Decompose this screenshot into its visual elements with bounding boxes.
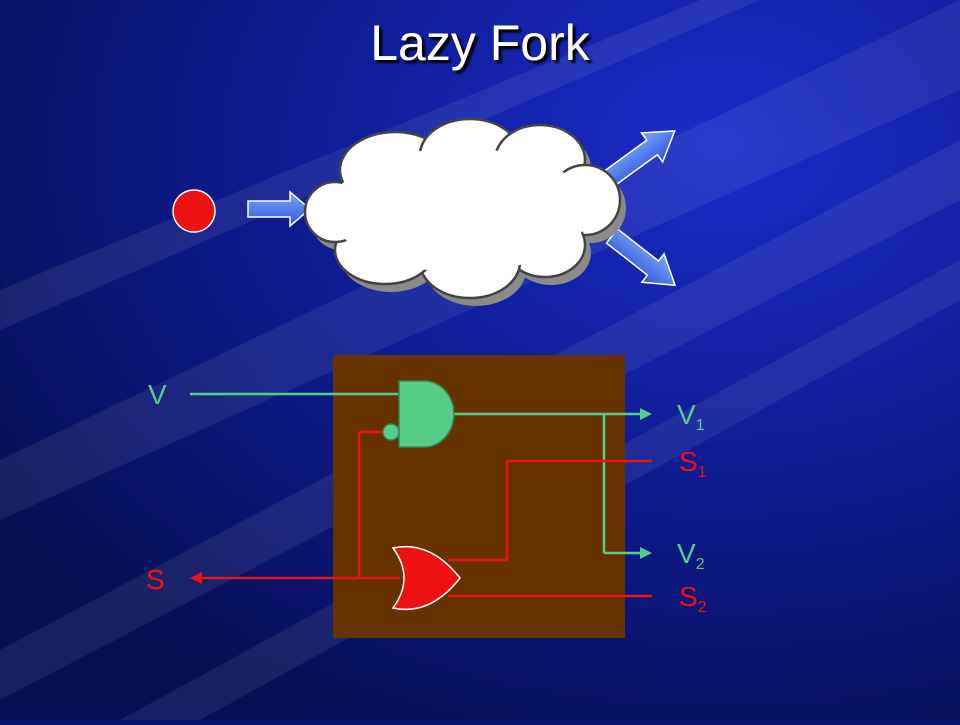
out2-valid-arrowhead — [640, 547, 652, 559]
out1-stop-label: S1 — [679, 446, 707, 481]
input-arrow — [247, 190, 312, 228]
valid-wires — [190, 392, 642, 555]
input-valid-label: V — [148, 379, 167, 410]
or-gate — [391, 545, 461, 611]
input-stop-label: S — [146, 564, 165, 595]
out1-valid-arrowhead — [640, 408, 652, 420]
slide-title: Lazy Fork — [370, 15, 590, 71]
output-arrow-up — [603, 130, 676, 187]
output-arrow-down — [605, 227, 677, 287]
cloud-fill — [330, 148, 590, 272]
stop-output-arrowhead — [190, 572, 202, 584]
out2-stop-label: S2 — [679, 581, 707, 616]
out2-valid-label: V2 — [677, 538, 705, 573]
out1-valid-label: V1 — [677, 399, 705, 434]
token-circle — [172, 189, 216, 233]
and-gate — [398, 380, 455, 448]
inverter-bubble — [382, 423, 400, 441]
circuit-box — [333, 355, 625, 638]
stop-wires — [200, 430, 652, 598]
